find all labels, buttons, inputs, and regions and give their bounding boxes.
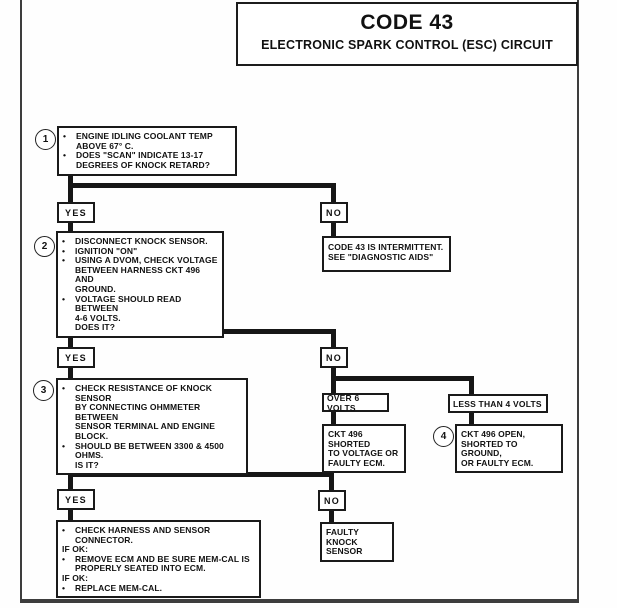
box-code43-intermittent: CODE 43 IS INTERMITTENT. SEE "DIAGNOSTIC… [322, 236, 451, 272]
connector-line [331, 183, 336, 202]
item-text: IGNITION "ON" [75, 245, 138, 256]
bullet-item: CHECK HARNESS AND SENSOR CONNECTOR. [62, 525, 255, 545]
item-text: CKT 496 SHORTED TO VOLTAGE OR FAULTY ECM… [328, 429, 399, 468]
item-text: VOLTAGE SHOULD READ BETWEEN 4-6 VOLTS. D… [75, 293, 182, 333]
box-step2-voltage-check: DISCONNECT KNOCK SENSOR. IGNITION "ON" U… [56, 231, 224, 338]
page-title: CODE 43 [360, 11, 454, 34]
item-text: FAULTY KNOCK SENSOR [326, 527, 363, 557]
no-label-1: NO [320, 202, 348, 223]
plain-item: IF OK: [62, 545, 255, 555]
connector-line [469, 376, 474, 394]
yes-label-2: YES [57, 347, 95, 368]
step-circle-3: 3 [33, 380, 54, 401]
bullet-item: REPLACE MEM-CAL. [62, 582, 255, 594]
item-text: IF OK: [62, 572, 89, 583]
item-text: DISCONNECT KNOCK SENSOR. [75, 236, 208, 246]
item-text: DOES "SCAN" INDICATE 13-17 DEGREES OF KN… [76, 150, 210, 170]
connector-line [331, 411, 336, 425]
connector-line [329, 510, 334, 523]
bullet-item: DISCONNECT KNOCK SENSOR. [62, 236, 218, 247]
connector-line [331, 222, 336, 237]
bullet-item: REMOVE ECM AND BE SURE MEM-CAL IS PROPER… [62, 553, 255, 574]
item-text: USING A DVOM, CHECK VOLTAGE BETWEEN HARN… [75, 255, 218, 294]
bullet-item: ENGINE IDLING COOLANT TEMP ABOVE 67° C. [63, 131, 231, 151]
item-text: CHECK HARNESS AND SENSOR CONNECTOR. [75, 525, 211, 545]
no-label-3: NO [318, 490, 346, 511]
item-text: CHECK RESISTANCE OF KNOCK SENSOR BY CONN… [75, 383, 216, 441]
box-less-than-4-volts: LESS THAN 4 VOLTS [448, 394, 548, 413]
box-ckt496-open: CKT 496 OPEN, SHORTED TO GROUND, OR FAUL… [455, 424, 563, 474]
page-border [20, 0, 579, 603]
no-label-2: NO [320, 347, 348, 368]
box-step1-knock-retard-check: ENGINE IDLING COOLANT TEMP ABOVE 67° C. … [57, 126, 237, 176]
item-text: REPLACE MEM-CAL. [75, 582, 163, 593]
yes-label-1: YES [57, 202, 95, 223]
bullet-item: VOLTAGE SHOULD READ BETWEEN 4-6 VOLTS. D… [62, 293, 218, 333]
connector-line [331, 329, 336, 348]
plain-item: IF OK: [62, 572, 255, 584]
connector-line [68, 183, 336, 188]
bullet-item: SHOULD BE BETWEEN 3300 & 4500 OHMS. IS I… [62, 440, 242, 471]
item-text: SHOULD BE BETWEEN 3300 & 4500 OHMS. IS I… [75, 440, 224, 470]
connector-line [68, 174, 73, 202]
bullet-item: USING A DVOM, CHECK VOLTAGE BETWEEN HARN… [62, 255, 218, 294]
yes-label-3: YES [57, 489, 95, 510]
connector-line [469, 411, 474, 425]
box-faulty-knock-sensor: FAULTY KNOCK SENSOR [320, 522, 394, 562]
box-over-6-volts: OVER 6 VOLTS [322, 393, 389, 413]
item-text: CKT 496 OPEN, SHORTED TO GROUND, OR FAUL… [461, 429, 534, 468]
item-text: CODE 43 IS INTERMITTENT. SEE "DIAGNOSTIC… [328, 242, 444, 262]
step-circle-4: 4 [433, 426, 454, 447]
step-circle-2: 2 [34, 236, 55, 257]
bullet-item: IGNITION "ON" [62, 245, 218, 257]
item-text: ENGINE IDLING COOLANT TEMP ABOVE 67° C. [76, 131, 213, 151]
step-circle-1: 1 [35, 129, 56, 150]
title-box: CODE 43 ELECTRONIC SPARK CONTROL (ESC) C… [236, 2, 578, 66]
item-text: IF OK: [62, 544, 89, 555]
connector-line [68, 367, 73, 379]
connector-line [68, 222, 73, 232]
box-final-harness-check: CHECK HARNESS AND SENSOR CONNECTOR. IF O… [56, 520, 261, 599]
box-ckt496-shorted: CKT 496 SHORTED TO VOLTAGE OR FAULTY ECM… [322, 424, 406, 474]
box-step3-resistance-check: CHECK RESISTANCE OF KNOCK SENSOR BY CONN… [56, 378, 248, 476]
page-subtitle: ELECTRONIC SPARK CONTROL (ESC) CIRCUIT [261, 38, 553, 52]
bullet-item: CHECK RESISTANCE OF KNOCK SENSOR BY CONN… [62, 383, 242, 442]
connector-line [331, 376, 474, 381]
connector-line [68, 509, 73, 521]
connector-line [329, 472, 334, 490]
bullet-item: DOES "SCAN" INDICATE 13-17 DEGREES OF KN… [63, 150, 231, 170]
item-text: REMOVE ECM AND BE SURE MEM-CAL IS PROPER… [75, 553, 250, 574]
